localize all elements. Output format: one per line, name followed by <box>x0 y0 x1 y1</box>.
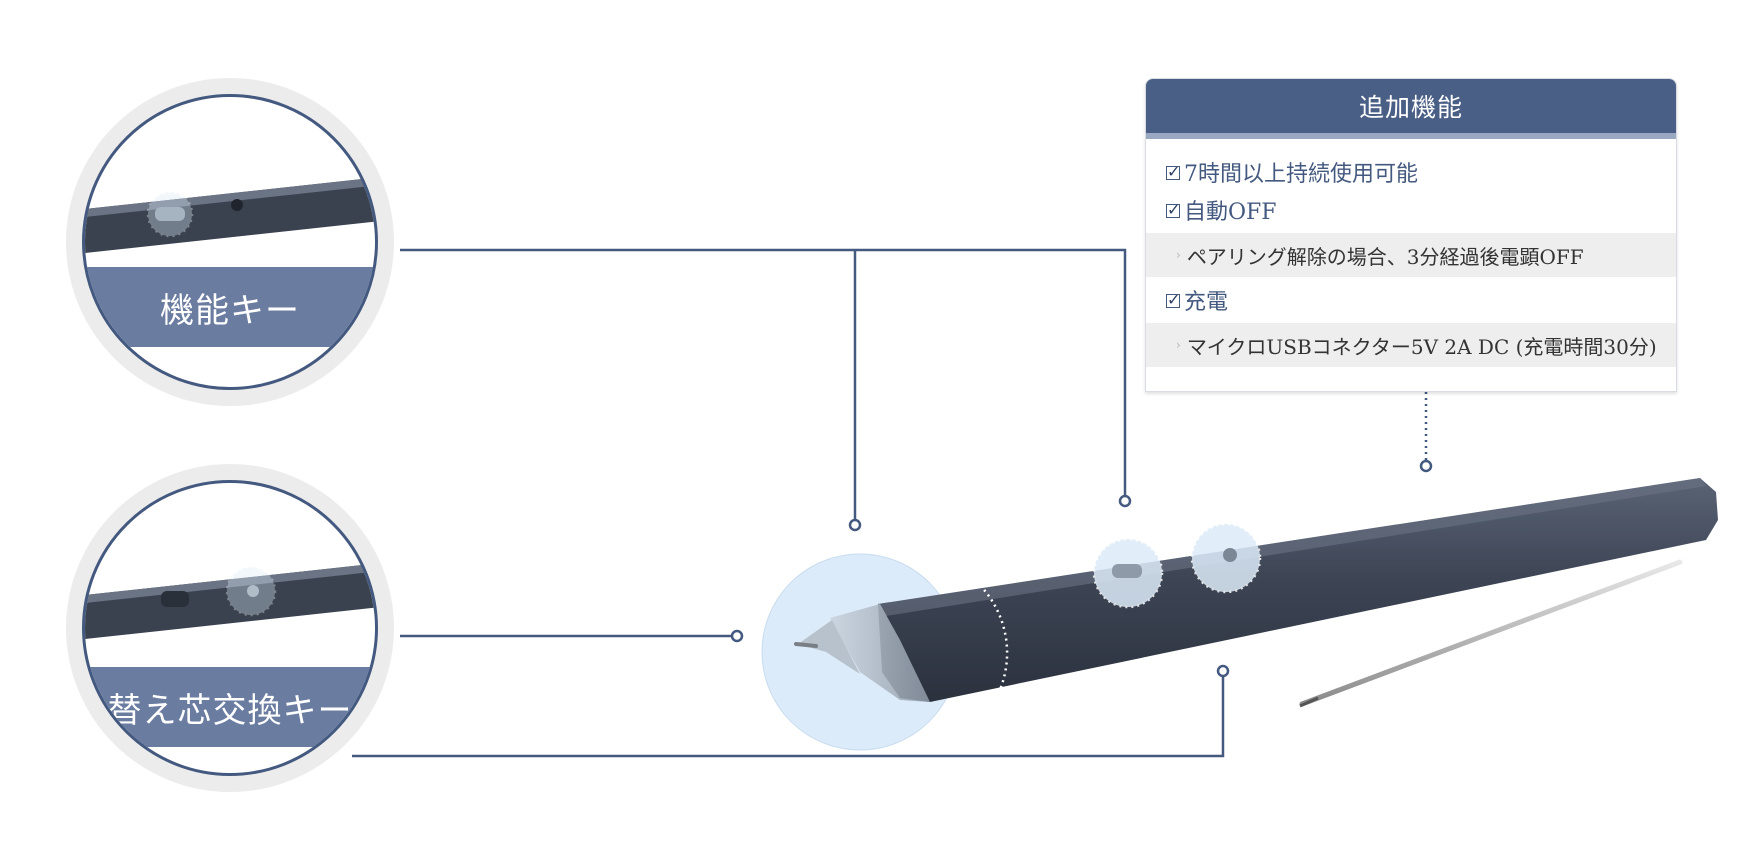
function-key-zoom-inner: 機能キー <box>82 94 378 390</box>
feature-list: ✓ 7時間以上持続使用可能 ✓ 自動OFF › ペアリング解除の場合、3分経過後… <box>1146 139 1676 367</box>
endpoint <box>1419 459 1433 473</box>
check-icon: ✓ <box>1166 290 1181 309</box>
refill-key <box>1223 548 1237 562</box>
feature-item: ✓ 自動OFF <box>1146 191 1676 229</box>
endpoint <box>730 629 744 643</box>
feature-item: ✓ 7時間以上持続使用可能 <box>1146 153 1676 191</box>
endpoint <box>1118 494 1132 508</box>
refill-tip <box>1299 696 1319 708</box>
pen-tip-cone <box>830 604 930 702</box>
pen-body <box>878 478 1718 702</box>
connector-lines <box>352 248 1428 758</box>
bullet-icon: › <box>1176 338 1181 352</box>
refill-key-zoom-inner: 替え芯交換キー <box>82 480 378 776</box>
pen-nib <box>798 620 860 674</box>
pen-point <box>794 642 818 648</box>
check-icon: ✓ <box>1166 162 1181 181</box>
function-key <box>1112 564 1142 578</box>
additional-features-box: 追加機能 ✓ 7時間以上持続使用可能 ✓ 自動OFF › ペアリング解除の場合、… <box>1145 78 1677 392</box>
feature-detail: › マイクロUSBコネクター5V 2A DC (充電時間30分) <box>1146 323 1676 367</box>
endpoint <box>848 518 862 532</box>
connector-endpoints <box>730 459 1433 678</box>
function-key-closeup <box>85 177 375 253</box>
refill-key-zoom: 替え芯交換キー <box>66 464 394 792</box>
feature-label: 7時間以上持続使用可能 <box>1184 162 1418 187</box>
additional-features-title: 追加機能 <box>1146 79 1676 139</box>
feature-label: 自動OFF <box>1184 200 1277 225</box>
refill-key-closeup <box>85 563 375 639</box>
feature-detail-text: ペアリング解除の場合、3分経過後電顕OFF <box>1186 244 1584 269</box>
pen-top-edge <box>878 478 1706 616</box>
feature-detail-text: マイクロUSBコネクター5V 2A DC (充電時間30分) <box>1186 334 1657 359</box>
check-icon: ✓ <box>1166 200 1181 219</box>
function-key-label: 機能キー <box>85 267 375 347</box>
refill-key-label: 替え芯交換キー <box>85 667 375 747</box>
refill-key-connector <box>352 674 1225 758</box>
feature-detail: › ペアリング解除の場合、3分経過後電顕OFF <box>1146 233 1676 277</box>
endpoint <box>1216 664 1230 678</box>
bullet-icon: › <box>1176 248 1181 262</box>
feature-label: 充電 <box>1184 290 1229 315</box>
function-key-zoom: 機能キー <box>66 78 394 406</box>
refill-lead <box>1299 559 1683 707</box>
function-key-connector <box>400 248 1127 498</box>
feature-item: ✓ 充電 <box>1146 281 1676 319</box>
